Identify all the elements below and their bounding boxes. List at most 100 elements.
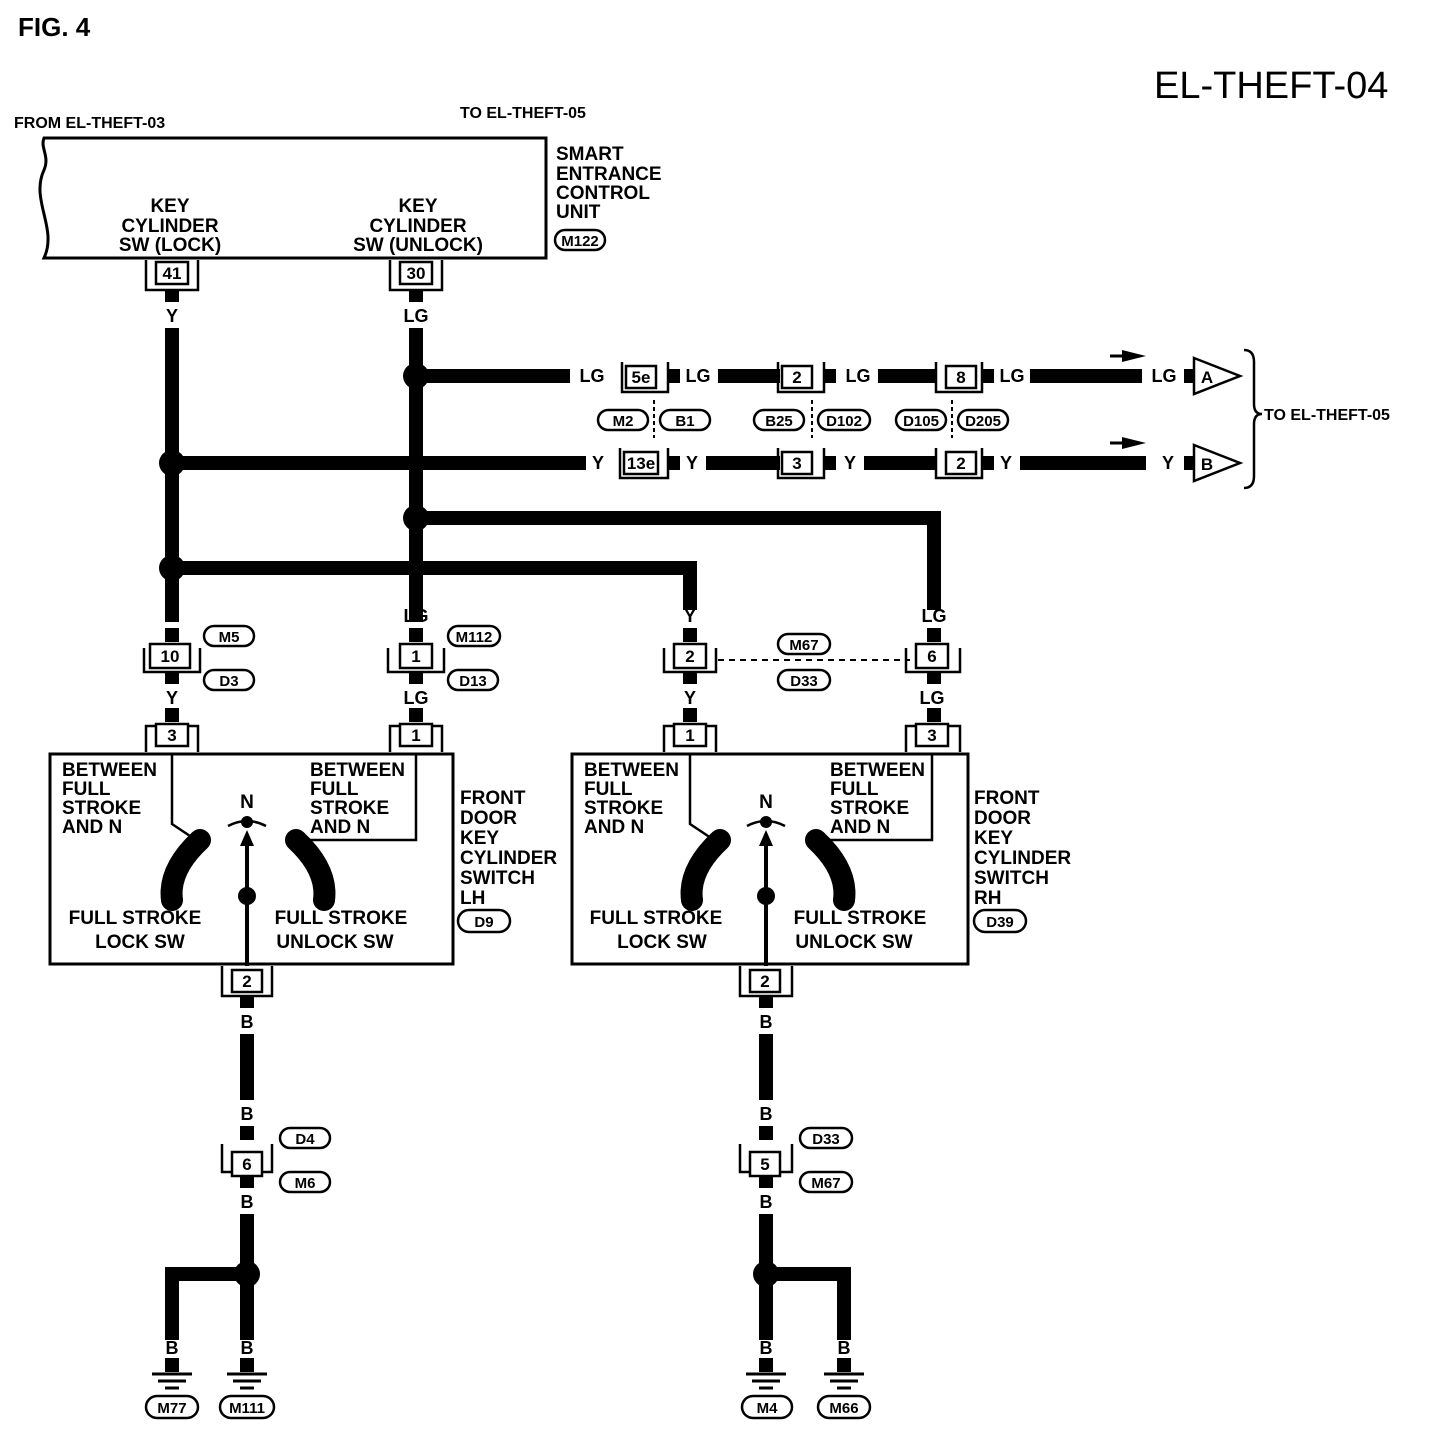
cu-name-3: CONTROL bbox=[556, 183, 650, 204]
rh-common-arrow bbox=[759, 830, 773, 846]
rh-ground-1: M4 bbox=[757, 1400, 778, 1417]
rh-gnd-bottom-oval bbox=[798, 1170, 854, 1194]
rh-gnd-b-2: B bbox=[760, 1104, 773, 1124]
rh-pin2: 2 bbox=[760, 972, 769, 991]
lh-right-label-3: STROKE bbox=[310, 798, 389, 819]
switch-rh: 1 3 BETWEEN FULL STROKE AND N BETWEEN FU… bbox=[570, 722, 1071, 998]
wire-lg-label-1: LG bbox=[404, 306, 429, 326]
lh-name-4: CYLINDER bbox=[460, 848, 557, 869]
cu-name-1: SMART bbox=[556, 144, 624, 165]
branch-a-lg-3: LG bbox=[846, 366, 871, 386]
rh-right-label-2: FULL bbox=[830, 779, 879, 800]
rh-neutral: N bbox=[759, 792, 773, 813]
lh-name-3: KEY bbox=[460, 828, 499, 849]
branch-a-pin1: 5e bbox=[632, 368, 651, 387]
cu-pin30: 30 bbox=[407, 264, 426, 283]
lh-mid-y-top-oval bbox=[202, 624, 256, 648]
lh-right-label-4: AND N bbox=[310, 817, 370, 838]
branch-b-y-2: Y bbox=[686, 453, 698, 473]
lh-common-arrow bbox=[240, 830, 254, 846]
lh-ground-1: M77 bbox=[157, 1400, 186, 1417]
rh-gnd-top: D33 bbox=[812, 1131, 840, 1148]
terminal-b-shape bbox=[1192, 443, 1244, 483]
branch-a-pin2-box bbox=[780, 364, 814, 390]
rh-unlock-contact bbox=[805, 829, 856, 911]
right-brace bbox=[1243, 348, 1263, 490]
rh-mid-y-bot-label: Y bbox=[684, 688, 696, 708]
rh-gnd-b-1: B bbox=[760, 1012, 773, 1032]
lh-pin1-box bbox=[398, 722, 434, 748]
lh-mid-lg-bottom: D13 bbox=[459, 673, 487, 690]
lh-right-label-2: FULL bbox=[310, 779, 359, 800]
lh-mid-y-bot-label: Y bbox=[166, 688, 178, 708]
rh-name-2: DOOR bbox=[974, 808, 1031, 829]
lh-name-6: LH bbox=[460, 888, 485, 909]
rh-gnd-b-4: B bbox=[760, 1338, 773, 1358]
cu-unlock-label-2: CYLINDER bbox=[369, 216, 466, 237]
lh-pin2-box bbox=[230, 968, 264, 994]
lh-gnd-bottom-oval bbox=[278, 1170, 332, 1194]
rh-right-label-3: STROKE bbox=[830, 798, 909, 819]
branch-b-pin3-box bbox=[944, 450, 978, 476]
ground-lh: B B 6 D4 M6 B B B M77 M111 bbox=[144, 996, 332, 1420]
rh-ground-2: M66 bbox=[829, 1400, 858, 1417]
branch-b-y-4: Y bbox=[1000, 453, 1012, 473]
lh-mid-y-bottom-oval bbox=[202, 668, 256, 692]
rh-gnd-bottom: M67 bbox=[811, 1175, 840, 1192]
wire-lh-gnd-branch bbox=[165, 1267, 247, 1340]
cu-connector-oval bbox=[553, 228, 607, 252]
lh-mid-lg-top: M112 bbox=[456, 629, 493, 646]
lh-name-5: SWITCH bbox=[460, 868, 535, 889]
branch-a-pin1-box bbox=[624, 364, 658, 390]
splice-y-b bbox=[159, 450, 185, 476]
lh-left-label-4: AND N bbox=[62, 817, 122, 838]
branch-b-arrow bbox=[1122, 437, 1146, 449]
lh-gnd-conn-box bbox=[230, 1150, 264, 1178]
lh-gnd-b-1: B bbox=[241, 1012, 254, 1032]
branch-a-lg-2: LG bbox=[686, 366, 711, 386]
lh-pin2: 2 bbox=[242, 972, 251, 991]
lh-lock-2: LOCK SW bbox=[95, 932, 185, 953]
page-code: EL-THEFT-04 bbox=[1154, 65, 1388, 107]
lh-gnd-bottom: M6 bbox=[295, 1175, 316, 1192]
rh-lock-2: LOCK SW bbox=[617, 932, 707, 953]
branch-a-pin3-box bbox=[944, 364, 978, 390]
rh-unlock-1: FULL STROKE bbox=[794, 908, 927, 929]
control-unit-box bbox=[38, 136, 548, 260]
rh-connector: D39 bbox=[986, 914, 1014, 931]
rh-mid-bottom: D33 bbox=[790, 673, 818, 690]
rh-gnd-pin: 5 bbox=[760, 1155, 769, 1174]
rh-right-label-4: AND N bbox=[830, 817, 890, 838]
rh-pin3: 3 bbox=[927, 726, 936, 745]
rh-mid-lg-bot-label: LG bbox=[920, 688, 945, 708]
switch-lh: 3 1 BETWEEN FULL STROKE AND N BETWEEN FU… bbox=[48, 722, 557, 998]
branch-a-lg-1: LG bbox=[580, 366, 605, 386]
branch-b-pin1-box bbox=[622, 450, 660, 476]
lh-name-1: FRONT bbox=[460, 788, 526, 809]
lh-mid-lg-box bbox=[398, 642, 434, 670]
lh-ground-2-oval bbox=[218, 1394, 276, 1420]
to-ref-top: TO EL-THEFT-05 bbox=[460, 105, 586, 122]
lh-switch-box bbox=[48, 752, 455, 966]
lh-mid-lg-top-oval bbox=[446, 624, 502, 648]
cu-lock-label-1: KEY bbox=[150, 196, 189, 217]
conn-d105: D105 bbox=[903, 413, 939, 430]
wire-y-label-1: Y bbox=[166, 306, 178, 326]
lh-lock-1: FULL STROKE bbox=[69, 908, 202, 929]
cu-pin30-box bbox=[398, 260, 434, 286]
rh-mid-top: M67 bbox=[789, 637, 818, 654]
conn-d205-oval bbox=[956, 408, 1010, 432]
lh-mid-y-top: M5 bbox=[219, 629, 240, 646]
splice-lg-a bbox=[403, 363, 429, 389]
rh-name-3: KEY bbox=[974, 828, 1013, 849]
rh-name-1: FRONT bbox=[974, 788, 1040, 809]
rh-pin2-box bbox=[748, 968, 782, 994]
ground-icon bbox=[824, 1372, 864, 1390]
lh-mid-y-pin: 10 bbox=[161, 647, 180, 666]
cu-connector: M122 bbox=[561, 233, 599, 250]
branch-b-pin2: 3 bbox=[792, 454, 801, 473]
rh-left-label-3: STROKE bbox=[584, 798, 663, 819]
cu-unlock-label-3: SW (UNLOCK) bbox=[353, 235, 483, 256]
ground-icon bbox=[746, 1372, 786, 1390]
rh-common-dot bbox=[757, 887, 775, 905]
